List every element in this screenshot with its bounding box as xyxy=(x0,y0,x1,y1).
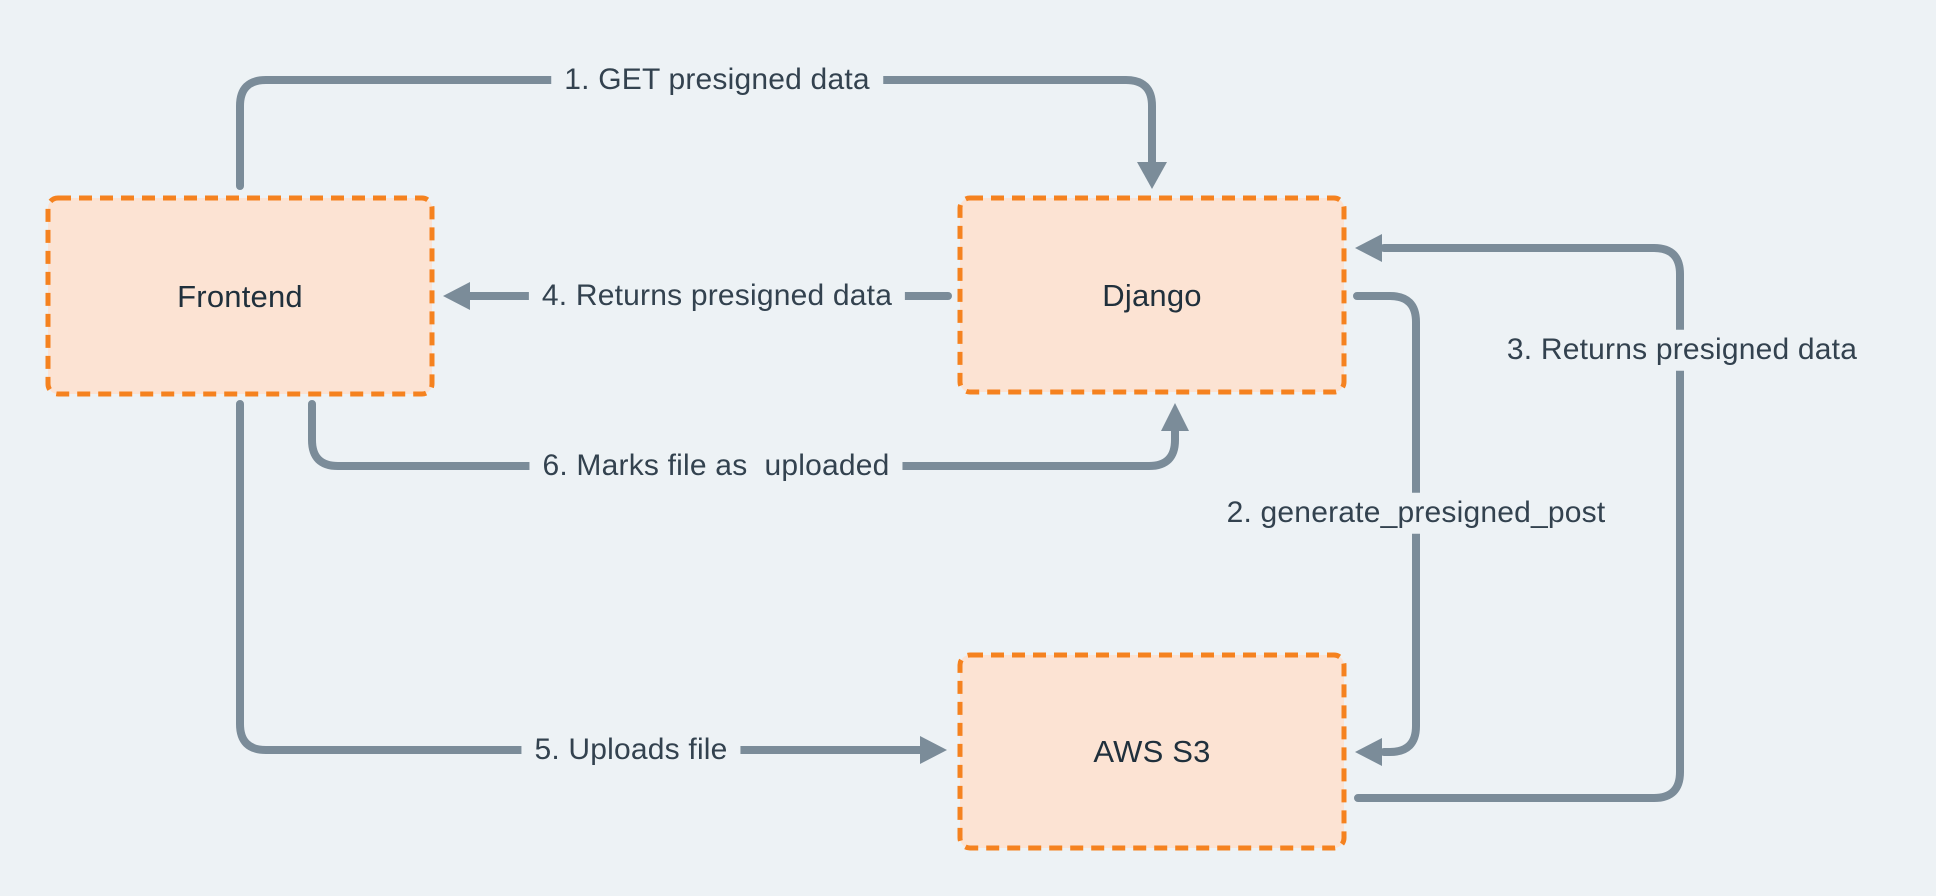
edge-6-label: 6. Marks file as uploaded xyxy=(529,445,903,487)
edge-5-label: 5. Uploads file xyxy=(521,729,741,771)
django-node-box xyxy=(957,195,1347,395)
edge-1-label: 1. GET presigned data xyxy=(551,59,883,101)
edge-3-label: 3. Returns presigned data xyxy=(1493,329,1871,371)
aws-s3-node-label: AWS S3 xyxy=(1093,734,1211,769)
edge-3-arrowhead xyxy=(1355,234,1382,262)
frontend-node-label: Frontend xyxy=(177,279,303,314)
edge-6-arrowhead xyxy=(1161,403,1189,431)
aws-s3-node-box xyxy=(957,652,1347,851)
edge-2-arrowhead xyxy=(1355,738,1382,766)
edge-3-path xyxy=(1354,244,1684,802)
edge-5-path xyxy=(236,400,926,754)
edge-2-label: 2. generate_presigned_post xyxy=(1213,492,1619,534)
edge-5-arrowhead xyxy=(920,736,947,764)
django-node-label: Django xyxy=(1102,278,1202,313)
frontend-node-box xyxy=(45,195,435,397)
edge-1-arrowhead xyxy=(1137,162,1167,189)
edge-4-label: 4. Returns presigned data xyxy=(528,275,906,317)
edge-4-arrowhead xyxy=(443,282,470,310)
